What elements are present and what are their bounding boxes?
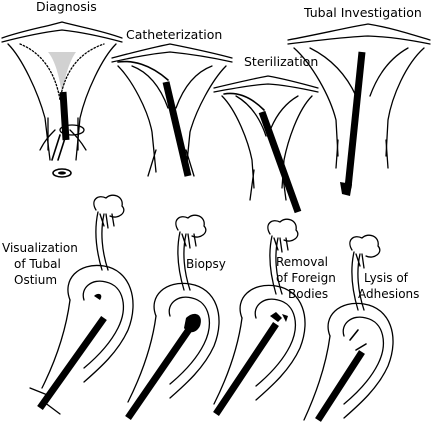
tubal-scope <box>344 51 366 189</box>
biopsy-scope <box>125 326 193 420</box>
label-catheterization: Catheterization <box>126 27 222 42</box>
label-visualization-1: Visualization <box>2 241 78 255</box>
lysis-scope <box>315 350 365 422</box>
hysteroscope <box>59 91 70 141</box>
panel-catheterization: Catheterization <box>111 27 233 177</box>
panel-diagnosis: Diagnosis <box>1 0 123 178</box>
catheter-scope <box>162 81 192 177</box>
panel-lysis: Lysis of Adhesions <box>303 234 419 422</box>
label-visualization-3: Ostium <box>14 273 57 287</box>
label-visualization-2: of Tubal <box>14 257 61 271</box>
sterilization-scope <box>258 110 302 214</box>
panel-sterilization: Sterilization <box>213 54 319 214</box>
label-biopsy: Biopsy <box>186 257 226 271</box>
label-removal-3: Bodies <box>288 287 328 301</box>
visualization-scope <box>37 315 107 411</box>
panel-visualization: Visualization of Tubal Ostium <box>2 194 134 415</box>
removal-scope <box>213 322 279 416</box>
panel-removal: Removal of Foreign Bodies <box>213 218 336 416</box>
label-sterilization: Sterilization <box>244 54 318 69</box>
label-tubal-investigation: Tubal Investigation <box>303 5 422 20</box>
label-lysis-1: Lysis of <box>364 271 409 285</box>
label-diagnosis: Diagnosis <box>36 0 97 14</box>
panel-tubal-investigation: Tubal Investigation <box>287 5 431 196</box>
label-lysis-2: Adhesions <box>358 287 419 301</box>
label-removal-2: of Foreign <box>276 271 336 285</box>
label-removal-1: Removal <box>276 255 328 269</box>
panel-biopsy: Biopsy <box>125 214 226 420</box>
